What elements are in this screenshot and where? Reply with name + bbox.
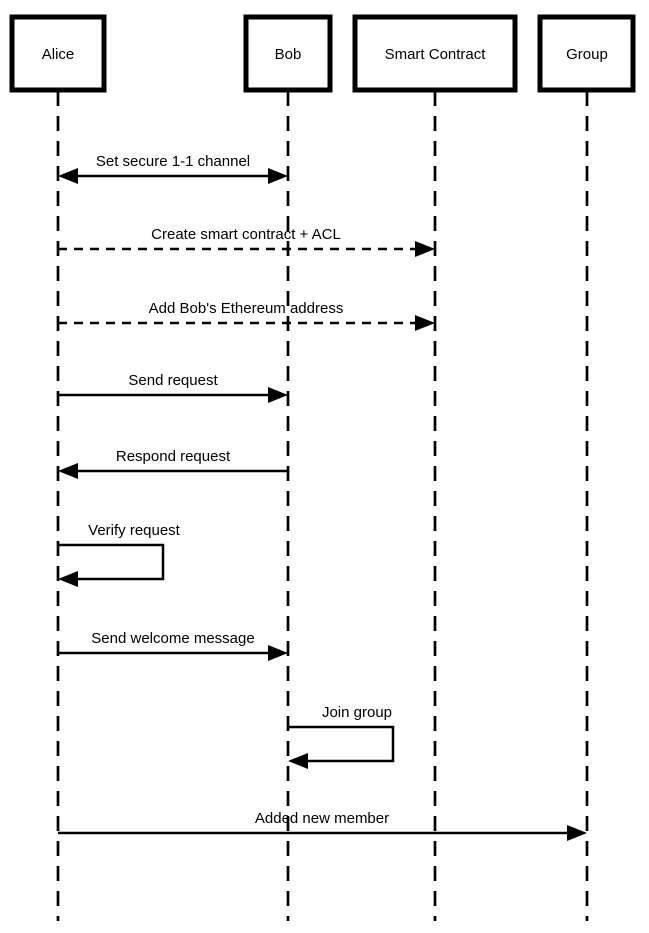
message-create-smart-contract: Create smart contract + ACL — [58, 226, 435, 257]
message-set-secure-channel-label: Set secure 1-1 channel — [96, 153, 250, 170]
message-added-new-member: Added new member — [58, 810, 587, 841]
message-join-group-label: Join group — [322, 704, 392, 721]
message-respond-request: Respond request — [58, 448, 288, 479]
arrowhead-left-icon — [58, 463, 78, 479]
actor-group: Group — [537, 14, 636, 93]
message-add-ethereum-address: Add Bob's Ethereum address — [58, 300, 435, 331]
message-join-group: Join group — [288, 704, 395, 769]
message-verify-request-loop — [58, 543, 165, 581]
arrowhead-right-icon — [415, 315, 435, 331]
arrowhead-left-icon — [58, 571, 78, 587]
actor-group-box — [537, 14, 636, 93]
arrowhead-left-icon — [58, 168, 78, 184]
actor-smart-contract-label: Smart Contract — [385, 46, 487, 63]
arrowhead-right-icon — [268, 168, 288, 184]
message-send-welcome-label: Send welcome message — [91, 630, 254, 647]
message-verify-request-label: Verify request — [88, 522, 181, 539]
actor-alice: Alice — [9, 14, 107, 93]
actor-bob-label: Bob — [275, 46, 302, 63]
message-send-welcome: Send welcome message — [58, 630, 288, 661]
arrowhead-right-icon — [268, 387, 288, 403]
actor-smart-contract: Smart Contract — [352, 14, 518, 93]
arrowhead-left-icon — [288, 753, 308, 769]
message-set-secure-channel: Set secure 1-1 channel — [58, 153, 288, 184]
message-respond-request-label: Respond request — [116, 448, 231, 465]
arrowhead-right-icon — [415, 241, 435, 257]
actor-group-label: Group — [566, 46, 608, 63]
actor-bob: Bob — [243, 14, 333, 93]
message-send-request: Send request — [58, 372, 288, 403]
actor-smart-contract-box — [352, 14, 518, 93]
message-verify-request: Verify request — [58, 522, 181, 587]
actor-alice-box — [9, 14, 107, 93]
actor-alice-label: Alice — [42, 46, 75, 63]
message-send-request-label: Send request — [128, 372, 218, 389]
message-join-group-loop — [288, 725, 395, 763]
arrowhead-right-icon — [567, 825, 587, 841]
arrowhead-right-icon — [268, 645, 288, 661]
message-create-smart-contract-label: Create smart contract + ACL — [151, 226, 341, 243]
message-add-ethereum-address-label: Add Bob's Ethereum address — [149, 300, 344, 317]
message-added-new-member-label: Added new member — [255, 810, 389, 827]
actor-bob-box — [243, 14, 333, 93]
